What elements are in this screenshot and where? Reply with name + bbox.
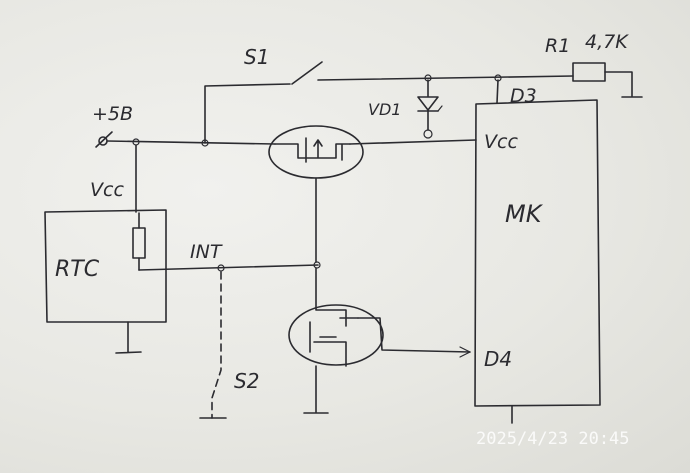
label-rtc: RTC <box>55 257 100 282</box>
s2-switch <box>211 271 222 419</box>
int-line <box>138 264 319 271</box>
pmos-to-mcu-vcc <box>349 139 477 145</box>
rtc-ground <box>115 321 142 354</box>
junction-int <box>217 264 225 272</box>
mcu-box <box>474 99 601 407</box>
nmos-gate-to-d4 <box>357 317 471 353</box>
s1-wire-left <box>204 83 291 144</box>
label-plus5v: +5B <box>92 103 133 125</box>
vd1-tab <box>437 105 443 112</box>
pmos-internals <box>274 137 351 163</box>
rtc-pullup-resistor <box>132 227 146 259</box>
junction-vd1-cathode <box>423 129 433 139</box>
label-vd1: VD1 <box>368 100 401 119</box>
d4-arrow <box>459 346 471 358</box>
r1-to-ground <box>604 71 643 98</box>
pmos-transistor <box>268 125 364 179</box>
label-r1-value: 4,7K <box>585 31 629 53</box>
label-s1: S1 <box>244 45 269 69</box>
r1-resistor <box>572 62 606 82</box>
plus5v-terminal <box>95 131 113 148</box>
photo-timestamp: 2025/4/23 20:45 <box>476 429 630 449</box>
label-vcc-mcu: Vcc <box>484 131 518 153</box>
label-d4: D4 <box>484 347 512 371</box>
label-r1: R1 <box>545 35 570 57</box>
d3-wire <box>496 79 499 104</box>
label-s2: S2 <box>234 369 259 393</box>
s1-contact <box>291 61 323 85</box>
label-int: INT <box>190 241 223 263</box>
rtc-box <box>44 209 167 323</box>
label-d3: D3 <box>510 85 537 107</box>
label-mcu: MK <box>505 200 544 228</box>
label-vcc-rtc: Vcc <box>90 179 124 201</box>
power-rail <box>106 140 276 145</box>
nmos-transistor <box>288 304 384 366</box>
vd1-diode <box>417 79 439 131</box>
nmos-internals <box>309 267 359 367</box>
nmos-ground <box>303 365 329 414</box>
s1-wire-right <box>317 75 574 81</box>
junction-gate <box>313 261 321 269</box>
